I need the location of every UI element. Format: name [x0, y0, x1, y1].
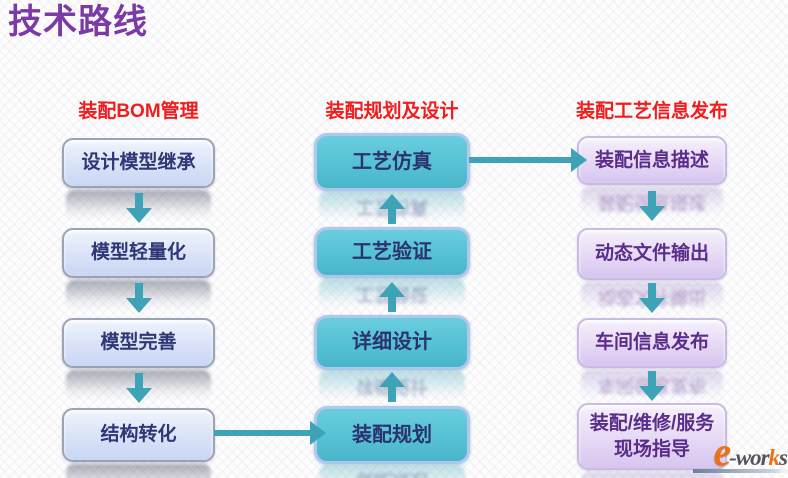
box-reflection: 装配规划: [319, 465, 465, 478]
arrow-down-icon: [639, 283, 665, 313]
flow-box-process-verification: 工艺验证 工艺验证: [314, 227, 470, 309]
flow-box-process-simulation: 工艺仿真 工艺仿真: [314, 133, 470, 222]
flow-box-label: 模型完善: [100, 332, 177, 354]
column-header: 装配BOM管理: [78, 101, 199, 122]
column-assembly-planning-design: 装配规划及设计 工艺仿真 工艺仿真 工艺验证 工艺验证 详细设计 详细设计 装配…: [314, 0, 470, 478]
arrow-down-icon: [125, 193, 152, 223]
column-bom-management: 装配BOM管理 设计模型继承 模型轻量化 模型完善 结构转化: [62, 0, 215, 478]
flow-box-structure-transform: 结构转化: [62, 408, 215, 478]
flow-box-assembly-info-description: 装配信息描述 装配信息描述: [577, 136, 727, 217]
page-title: 技术路线: [8, 3, 148, 41]
flow-box-label: 动态文件输出: [594, 243, 709, 265]
arrow-right-icon: [469, 148, 587, 172]
flow-box-assembly-planning: 装配规划 装配规划: [314, 406, 470, 478]
box-reflection: [66, 464, 211, 478]
flow-box-label-line1: 装配/维修/服务: [589, 412, 715, 434]
eworks-logo-underline: [693, 469, 787, 473]
flow-box-label: 详细设计: [352, 331, 432, 353]
flow-box-label: 装配规划: [352, 423, 432, 446]
flow-box-workshop-info-publish: 车间信息发布 车间信息发布: [577, 318, 727, 400]
flow-box-label: 结构转化: [100, 424, 177, 446]
flow-box-label: 车间信息发布: [594, 332, 709, 354]
flow-box-label: 模型轻量化: [90, 242, 186, 264]
flow-box-design-model-inherit: 设计模型继承: [62, 138, 215, 220]
eworks-logo-s: s: [779, 445, 788, 470]
eworks-logo-e: e: [713, 429, 732, 474]
flow-box-label: 设计模型继承: [81, 152, 196, 174]
flow-box-onsite-guidance: 装配/维修/服务 现场指导 现场指导: [577, 403, 727, 478]
arrow-right-icon: [214, 421, 326, 445]
arrow-up-icon: [379, 372, 405, 402]
arrow-down-icon: [639, 371, 665, 401]
flow-box-label: 工艺仿真: [352, 150, 432, 173]
flow-box-model-lightweight: 模型轻量化: [62, 228, 215, 310]
column-header: 装配工艺信息发布: [575, 101, 729, 122]
arrow-up-icon: [379, 282, 405, 312]
flow-box-model-perfect: 模型完善: [62, 318, 215, 400]
flow-box-label: 工艺验证: [352, 241, 432, 263]
arrow-down-icon: [125, 373, 152, 403]
flow-box-label: 装配信息描述: [594, 149, 709, 171]
column-header: 装配规划及设计: [325, 101, 459, 122]
arrow-down-icon: [125, 283, 152, 313]
eworks-logo-k: k: [768, 445, 780, 470]
arrow-down-icon: [639, 191, 665, 221]
flow-box-label-line2: 现场指导: [613, 438, 690, 460]
column-process-info-publish: 装配工艺信息发布 装配信息描述 装配信息描述 动态文件输出 动态文件输出 车间信…: [575, 0, 729, 478]
eworks-logo-mid: -wor: [729, 445, 769, 470]
box-reflection: 现场指导: [581, 472, 723, 478]
arrow-up-icon: [379, 194, 405, 224]
flow-box-detailed-design: 详细设计 详细设计: [314, 315, 470, 401]
flow-box-dynamic-file-output: 动态文件输出 动态文件输出: [577, 228, 727, 312]
